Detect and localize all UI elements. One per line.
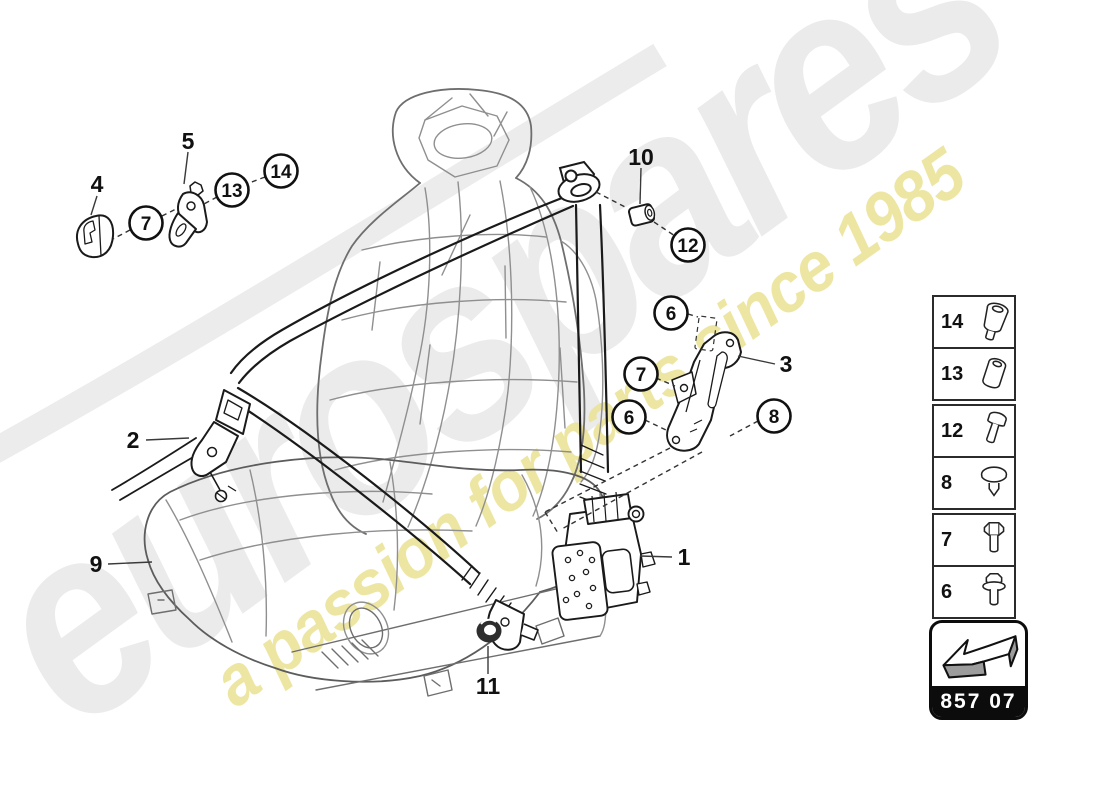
legend-num: 12	[941, 419, 964, 442]
svg-text:6: 6	[666, 304, 677, 325]
svg-text:7: 7	[636, 365, 647, 386]
seat-line-art	[143, 88, 609, 697]
part-group-code: 857 07	[932, 686, 1025, 717]
diagram-code-box[interactable]: 857 07	[929, 620, 1028, 720]
part-label-11[interactable]: 11	[476, 673, 501, 699]
svg-text:7: 7	[141, 214, 152, 235]
hex-bolt-icon	[973, 517, 1014, 563]
arrow-3d-icon	[932, 623, 1025, 686]
part-label-5[interactable]: 5	[182, 128, 195, 154]
callout-circle-14[interactable]: 14	[263, 153, 299, 189]
part-label-4[interactable]: 4	[91, 171, 104, 197]
callout-circle-13[interactable]: 13	[214, 172, 250, 208]
legend-row-12[interactable]: 12	[934, 406, 1014, 458]
svg-text:12: 12	[677, 236, 698, 257]
part-label-9[interactable]: 9	[90, 551, 103, 577]
part-label-10[interactable]: 10	[628, 144, 654, 170]
part-label-2[interactable]: 2	[127, 427, 140, 453]
mount-bracket-part3	[666, 331, 742, 452]
callout-circle-7[interactable]: 7	[128, 205, 164, 241]
belt-latch-part5	[168, 181, 208, 248]
retractor-part1	[551, 491, 656, 621]
grommet-ring-part11	[476, 618, 502, 643]
callout-circle-8[interactable]: 8	[756, 398, 792, 434]
callout-circle-12[interactable]: 12	[670, 227, 706, 263]
svg-text:6: 6	[624, 408, 635, 429]
flanged-bolt-icon	[973, 569, 1014, 615]
bushing-icon	[973, 351, 1014, 397]
sleeve-nut-icon	[973, 299, 1014, 345]
clip-icon	[973, 460, 1014, 506]
legend-num: 6	[941, 580, 953, 603]
svg-text:14: 14	[270, 162, 292, 183]
leader-lines-dashed	[112, 176, 759, 534]
cover-cap-part4	[76, 214, 115, 259]
callout-circle-7[interactable]: 7	[623, 356, 659, 392]
part-label-1[interactable]: 1	[678, 544, 691, 570]
seatbelt-webbing	[111, 194, 610, 618]
screw-icon	[973, 408, 1014, 454]
legend-row-14[interactable]: 14	[934, 297, 1014, 349]
legend-num: 14	[941, 310, 964, 333]
leader-lines-solid	[90, 151, 776, 674]
part-label-3[interactable]: 3	[780, 351, 793, 377]
legend-num: 7	[941, 528, 953, 551]
legend-row-7[interactable]: 7	[934, 515, 1014, 567]
spacer-bushing-part10	[627, 203, 656, 227]
legend-row-6[interactable]: 6	[934, 567, 1014, 617]
legend-row-13[interactable]: 13	[934, 349, 1014, 399]
buckle-latch-part2	[190, 389, 251, 503]
svg-text:13: 13	[221, 181, 242, 202]
svg-text:8: 8	[769, 407, 780, 428]
parts-legend-sidebar: 14 13	[932, 295, 1016, 622]
legend-row-8[interactable]: 8	[934, 458, 1014, 508]
upper-anchor-dring	[557, 160, 601, 203]
callout-circle-6[interactable]: 6	[653, 295, 689, 331]
legend-num: 8	[941, 471, 953, 494]
callout-circle-6[interactable]: 6	[611, 399, 647, 435]
legend-num: 13	[941, 362, 964, 385]
